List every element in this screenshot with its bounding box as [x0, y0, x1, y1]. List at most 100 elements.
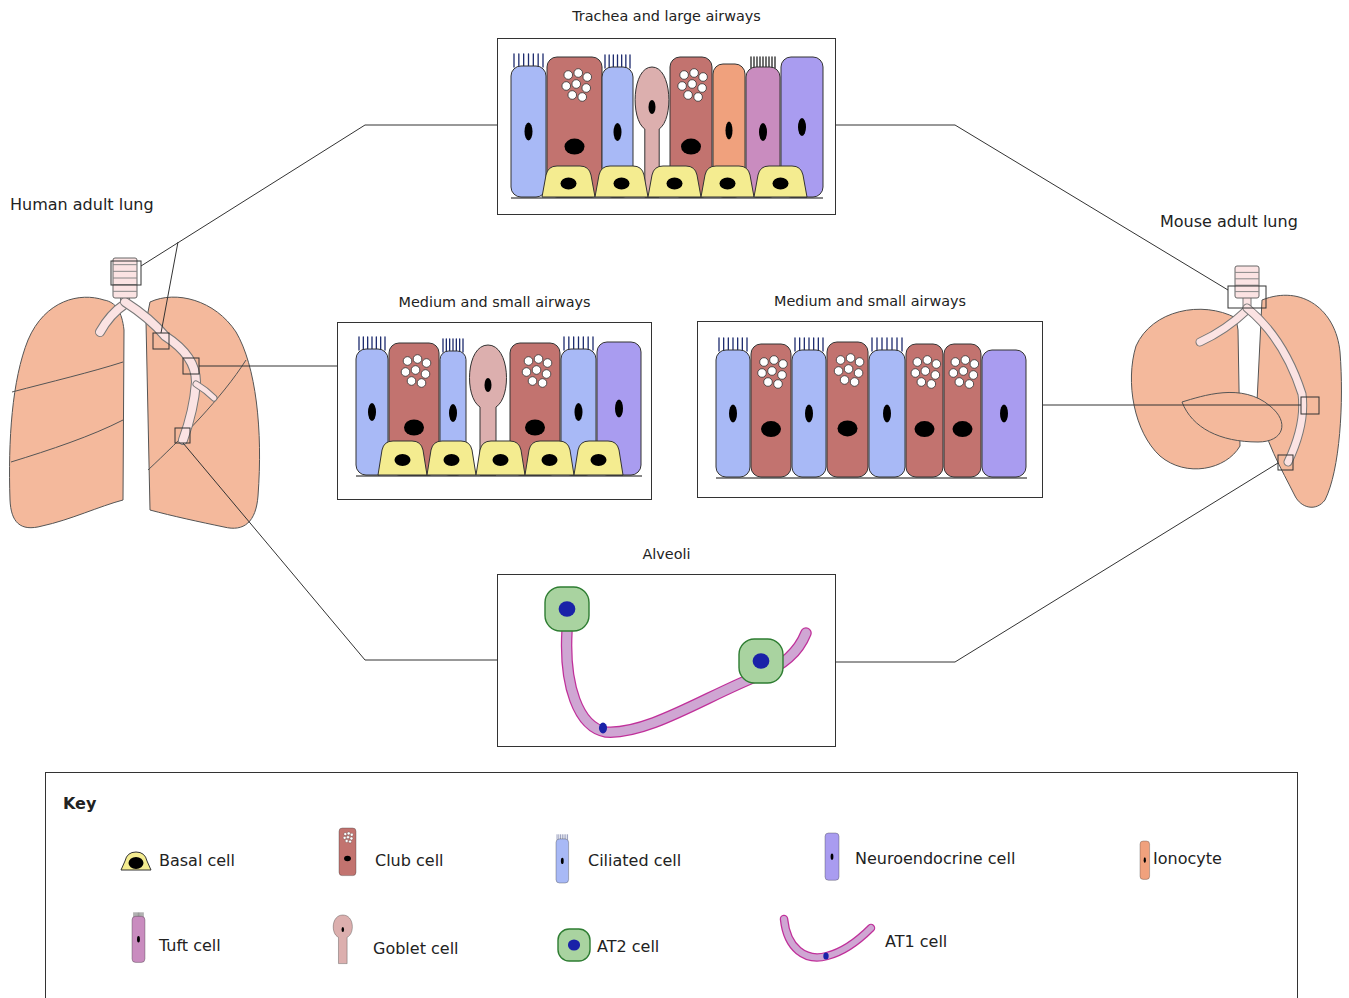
nucleus: [444, 454, 460, 466]
cilium: [578, 337, 579, 350]
granule: [758, 369, 767, 378]
cilium: [538, 54, 539, 67]
basal-cell: [701, 166, 754, 197]
granule: [913, 358, 922, 367]
granule: [343, 836, 346, 839]
cilium: [621, 55, 622, 68]
granule: [836, 356, 845, 365]
basement-membrane: [356, 475, 642, 476]
legend-icon: [823, 831, 843, 881]
cilium: [588, 337, 589, 350]
cell-body: [869, 350, 905, 477]
panel-title: Trachea and large airways: [497, 6, 836, 26]
nucleus: [953, 421, 973, 437]
granule: [562, 82, 571, 91]
cell-body: [427, 441, 476, 475]
sample-square: [153, 333, 169, 349]
cilium: [765, 57, 766, 68]
basal-cell: [574, 441, 623, 475]
granule: [834, 367, 843, 376]
granule: [417, 379, 426, 388]
cilium: [771, 57, 772, 68]
cilium: [737, 338, 738, 351]
cilium: [774, 57, 775, 68]
cilium: [557, 835, 558, 840]
granule: [688, 80, 697, 89]
cell-body: [556, 839, 569, 883]
granule: [969, 371, 978, 380]
granule: [932, 360, 941, 369]
granule: [528, 377, 537, 386]
nucleus: [395, 454, 411, 466]
cilium: [452, 339, 453, 352]
connector-line: [836, 125, 1228, 290]
granule: [923, 356, 932, 365]
granule: [564, 71, 573, 80]
nucleus: [525, 123, 533, 141]
cell-body: [906, 344, 943, 477]
airway: [1200, 298, 1247, 342]
panel-title: Medium and small airways: [337, 292, 652, 312]
cilium: [363, 337, 364, 350]
cell-body: [701, 166, 754, 197]
granule: [854, 369, 863, 378]
basement-membrane: [716, 477, 1027, 478]
cell-body: [542, 166, 595, 197]
nucleus: [649, 100, 656, 114]
cilium: [376, 337, 377, 350]
airway: [196, 384, 214, 398]
cell-body: [944, 344, 981, 477]
granule: [543, 359, 552, 368]
sample-square: [1278, 455, 1293, 470]
nucleus: [831, 853, 834, 859]
cell-body: [132, 916, 145, 962]
legend-icon: [119, 850, 153, 872]
cell-body: [595, 166, 648, 197]
cilium: [133, 913, 134, 917]
cil-cell: [511, 54, 546, 197]
granule: [583, 73, 592, 82]
cilium: [134, 913, 135, 917]
cilium: [542, 54, 543, 67]
nucleus: [404, 419, 424, 435]
cell-outline: [567, 631, 806, 732]
granule: [911, 369, 920, 378]
cilium: [384, 337, 385, 350]
legend-icon: [553, 833, 575, 883]
granule: [694, 93, 703, 102]
sample-square: [183, 358, 199, 374]
granule: [770, 356, 779, 365]
granule: [927, 380, 936, 389]
cell-body: [339, 828, 356, 876]
club-cell: [339, 828, 356, 876]
cilium: [808, 338, 809, 351]
right-lung: [1257, 295, 1341, 507]
basal-cell: [648, 166, 701, 197]
lung-figure: Human adult lung: [5, 190, 267, 540]
airway-outline: [125, 302, 196, 440]
cell-body: [121, 852, 151, 870]
airway: [1247, 308, 1303, 462]
granule: [955, 378, 964, 387]
cilium: [583, 337, 584, 350]
trachea-ring: [1235, 278, 1259, 279]
nucleus: [614, 123, 622, 141]
connector-line: [1043, 405, 1301, 406]
trachea: [113, 258, 137, 298]
nucleus: [542, 454, 558, 466]
granule: [350, 837, 353, 840]
granule: [421, 370, 430, 379]
cil-cell: [716, 338, 750, 477]
cilium: [565, 835, 566, 840]
cilium: [456, 339, 457, 352]
granule: [917, 378, 926, 387]
club-cell: [827, 342, 868, 477]
granule: [779, 360, 788, 369]
sample-square: [1301, 397, 1319, 414]
granule: [349, 840, 352, 843]
nucleus: [614, 178, 630, 190]
nucleus: [591, 454, 607, 466]
cell-body: [751, 344, 791, 477]
cilium: [143, 913, 144, 917]
